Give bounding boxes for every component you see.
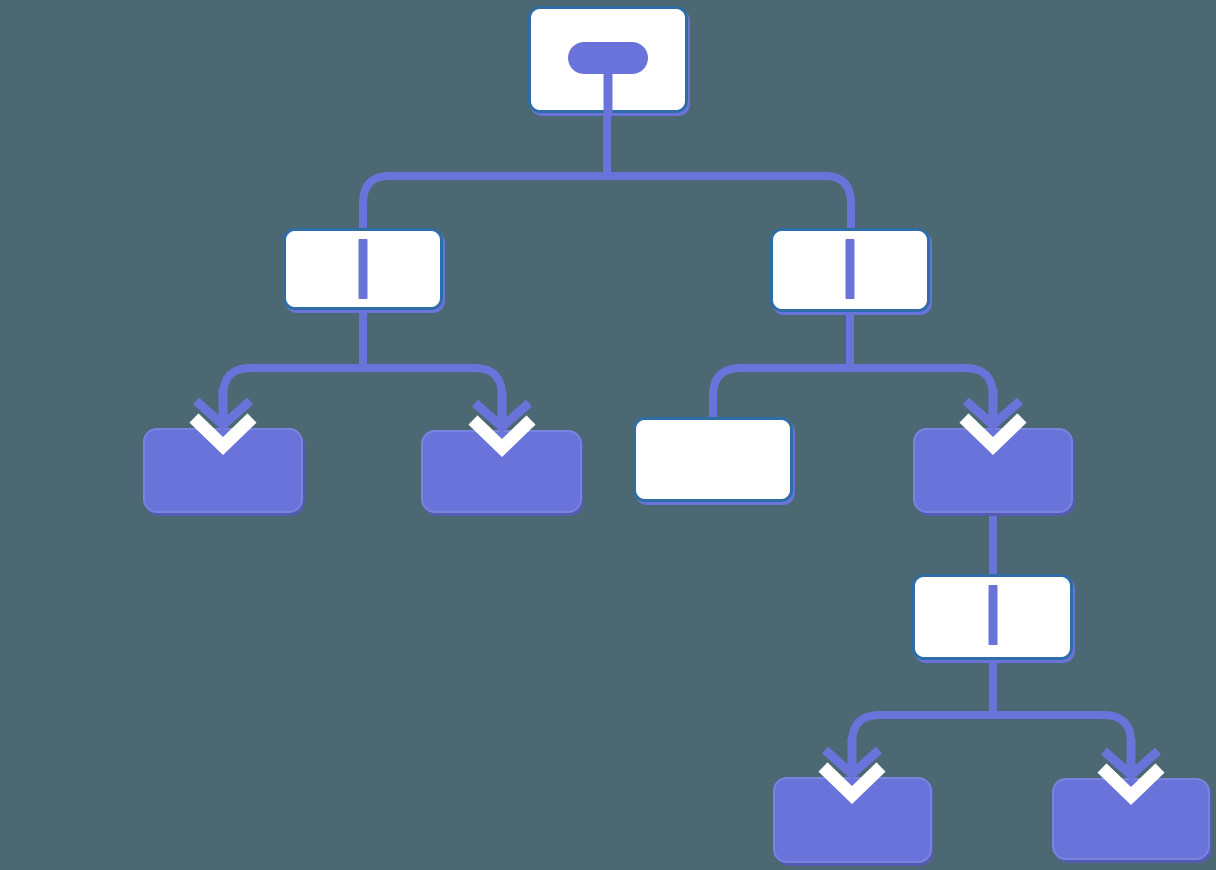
flow-node-leaf-bottom-2[interactable] [1052, 778, 1210, 860]
flow-node-junction-right[interactable] [912, 574, 1073, 660]
flow-node-branch-left[interactable] [283, 228, 443, 310]
edge-left-split [219, 364, 506, 424]
flow-node-leaf-left-1[interactable] [143, 428, 303, 513]
flow-node-leaf-bottom-1[interactable] [773, 777, 932, 863]
flow-node-child-right-target[interactable] [913, 428, 1073, 513]
node-divider-bar [988, 585, 997, 645]
node-divider-bar [845, 239, 855, 299]
edge-bottom-split [848, 711, 1135, 772]
root-pill-icon [568, 42, 648, 74]
node-divider-bar [358, 239, 368, 299]
flow-node-child-right-plain[interactable] [633, 417, 793, 502]
root-pill-stem [603, 71, 613, 113]
edge-right-split [709, 364, 997, 424]
flow-node-branch-right[interactable] [770, 228, 930, 312]
flow-node-leaf-left-2[interactable] [421, 430, 582, 513]
edge-top-split [359, 172, 855, 230]
flow-node-root[interactable] [528, 6, 688, 113]
